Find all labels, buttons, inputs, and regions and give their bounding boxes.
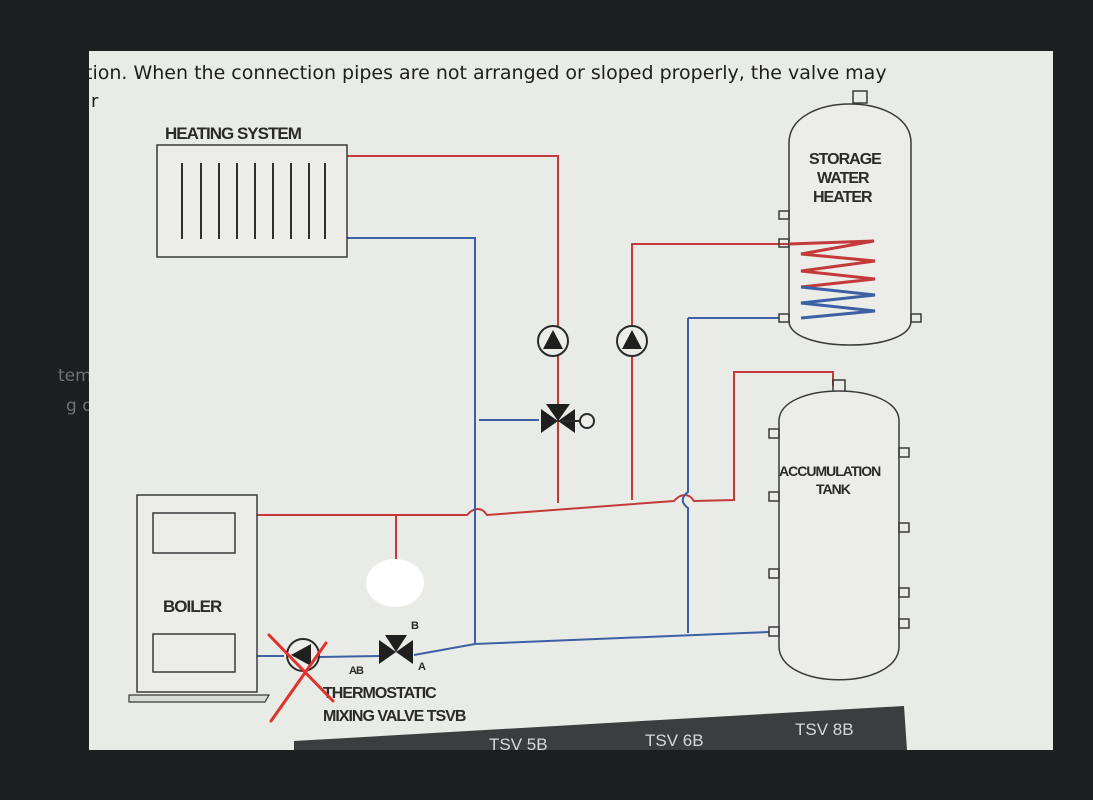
boiler-base: [128, 694, 271, 703]
port-a-label: A: [418, 661, 426, 673]
heating-system-label: HEATING SYSTEM: [165, 124, 302, 143]
accumulation-tank-label-2: TANK: [816, 481, 851, 497]
heater-coil-cold: [800, 285, 876, 320]
table-header-tsv5b: TSV 5B: [489, 735, 548, 750]
heating-schematic: tion. When the connection pipes are not …: [89, 62, 922, 750]
heater-coil-hot: [788, 239, 876, 289]
accumulation-tank: [778, 390, 900, 681]
heater-top-port: [852, 90, 868, 104]
storage-heater-label-2: WATER: [817, 170, 870, 187]
boiler: [136, 494, 258, 693]
intro-text: tion. When the connection pipes are not …: [89, 62, 887, 84]
boiler-upper-door: [152, 512, 236, 554]
boiler-label: BOILER: [163, 597, 222, 616]
thermostatic-valve-icon: [379, 635, 413, 664]
storage-heater-label-1: STORAGE: [809, 151, 882, 168]
pump-icon: [537, 325, 569, 357]
radiator: [156, 144, 348, 258]
table-header-band: [294, 706, 907, 750]
port-b-label: B: [411, 620, 419, 632]
tank-top-port: [832, 379, 846, 393]
port-ab-label: AB: [349, 665, 364, 677]
intro-fragment: r: [91, 91, 99, 112]
tank-side-ports: [768, 428, 910, 637]
mixing-valve-label-1: THERMOSTATIC: [323, 685, 437, 702]
pump-icon: [616, 325, 648, 357]
pump-icon: [286, 638, 320, 672]
manual-photo: tion. When the connection pipes are not …: [89, 51, 1053, 750]
cross-out-annotation: [267, 633, 335, 723]
table-header-tsv8b: TSV 8B: [795, 720, 854, 739]
table-header-tsv6b: TSV 6B: [645, 731, 704, 750]
heater-side-ports: [778, 210, 922, 323]
radiator-fins: [181, 163, 326, 239]
cold-pipes: [257, 237, 779, 658]
redaction-blob: [366, 559, 424, 607]
boiler-lower-door: [152, 633, 236, 673]
margin-fragment-1: tem: [58, 366, 92, 386]
storage-heater-label-3: HEATER: [813, 189, 873, 206]
three-way-valve-icon: [541, 404, 595, 433]
accumulation-tank-label-1: ACCUMULATION: [779, 463, 881, 479]
mixing-valve-label-2: MIXING VALVE TSVB: [323, 708, 466, 725]
